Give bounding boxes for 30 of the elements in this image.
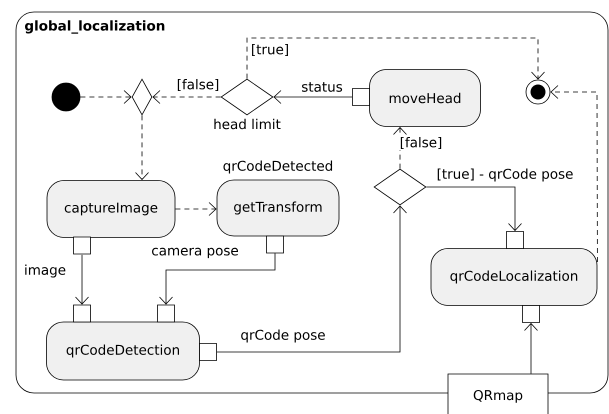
arrow [426, 186, 522, 232]
edge-label: [false] [398, 136, 444, 150]
arrow [135, 115, 149, 180]
edge-label: status [300, 81, 344, 93]
arrow [152, 90, 221, 104]
edge-label: qrCode pose [239, 328, 327, 344]
node-caption: qrCodeDetected [223, 160, 332, 174]
action-box: getTransform [216, 180, 340, 236]
arrow [246, 38, 545, 80]
edge-label: image [22, 263, 68, 279]
arrow [273, 90, 352, 104]
object-box: QRmap [448, 374, 548, 414]
edge-label: [true] - qrCode pose [436, 167, 574, 183]
node-caption: head limit [214, 118, 281, 130]
action-box: qrCodeLocalization [430, 248, 598, 306]
action-box: captureImage [46, 180, 176, 238]
action-box: qrCodeDetection [46, 322, 200, 380]
arrow [524, 322, 538, 374]
action-box: moveHead [369, 69, 481, 127]
arrow [175, 202, 217, 216]
arrow [80, 90, 132, 104]
final-node [526, 80, 550, 104]
edge-label: [false] [176, 78, 220, 92]
frame-title: global_localization [25, 20, 164, 34]
edge-label: camera pose [150, 246, 240, 260]
arrow [159, 252, 276, 305]
initial-node [52, 82, 80, 112]
arrow [216, 205, 407, 352]
arrow [75, 254, 89, 305]
edge-label: [true] [250, 42, 290, 58]
